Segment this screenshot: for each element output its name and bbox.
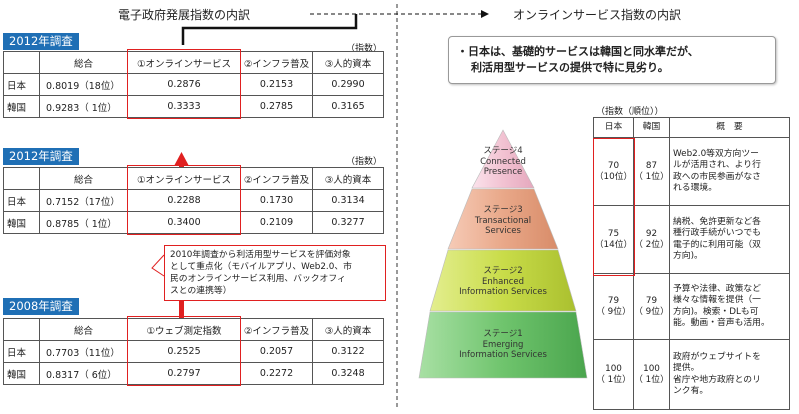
index-table-3: 総合 ①ウェブ測定指数 ②インフラ普及 ③人的資本 日本 0.7703（11位）…: [3, 318, 384, 385]
human-cell: 0.3165: [312, 95, 384, 118]
unit-label-1: （指数）: [346, 44, 383, 54]
country-cell: 韓国: [3, 211, 40, 234]
bracket-line: [181, 14, 358, 45]
stage1-kr: 100（ 1位）: [633, 339, 670, 410]
stage1-band: [418, 311, 588, 379]
stage3-desc: 納税、免許更新など各種行政手続がいつでも電子的に利用可能（双方向)。: [669, 205, 790, 274]
stage3-label: ステージ3 Transactional Services: [474, 205, 532, 236]
index-table-1: 総合 ①オンラインサービス ②インフラ普及 ③人的資本 日本 0.8019（18…: [3, 51, 384, 118]
stage4-band: [471, 129, 535, 189]
table-row: 日本 0.7703（11位） 0.2525 0.2057 0.3122: [3, 340, 384, 363]
infra-cell: 0.2272: [240, 362, 313, 385]
stage1-desc: 政府がウェブサイトを提供。省庁や地方政府とのリンク有。: [669, 339, 790, 410]
table-row: 100（ 1位） 100（ 1位） 政府がウェブサイトを提供。省庁や地方政府との…: [593, 339, 790, 410]
table-row: 日本 0.8019（18位） 0.2876 0.2153 0.2990: [3, 73, 384, 96]
header-total: 総合: [39, 167, 128, 190]
header-online: ①オンラインサービス: [127, 51, 241, 74]
online-cell: 0.2797: [127, 362, 241, 385]
infra-cell: 0.2057: [240, 340, 313, 363]
infra-cell: 0.2109: [240, 211, 313, 234]
left-title: 電子政府発展指数の内訳: [118, 8, 251, 22]
human-cell: 0.2990: [312, 73, 384, 96]
table-row: 韓国 0.8317（ 6位） 0.2797 0.2272 0.3248: [3, 362, 384, 385]
stage3-jp: 75（14位）: [593, 205, 634, 274]
online-cell: 0.2525: [127, 340, 241, 363]
stage3-band: [447, 188, 559, 250]
online-cell: 0.3333: [127, 95, 241, 118]
country-cell: 韓国: [3, 362, 40, 385]
note-callout: 2010年調査から利活用型サービスを評価対象 として重点化（モバイルアプリ、We…: [164, 245, 386, 301]
human-cell: 0.3277: [312, 211, 384, 234]
stage3-kr: 92（ 2位）: [633, 205, 670, 274]
stage-table-caption: （指数（順位））: [596, 107, 664, 117]
year-badge-3: 2008年調査: [3, 298, 79, 315]
header-infra: ②インフラ普及: [240, 318, 313, 341]
header-human: ③人的資本: [312, 318, 384, 341]
year-badge-2: 2012年調査: [3, 148, 79, 165]
header-infra: ②インフラ普及: [240, 167, 313, 190]
stage2-desc: 予算や法律、政策など様々な情報を提供（一方向)。検索・DLも可能。動画・音声も活…: [669, 273, 790, 340]
country-cell: 韓国: [3, 95, 40, 118]
header-human: ③人的資本: [312, 51, 384, 74]
summary-box: ・日本は、基礎的サービスは韓国と同水準だが、 利活用型サービスの提供で特に見劣り…: [448, 36, 776, 84]
infra-cell: 0.1730: [240, 189, 313, 212]
header-total: 総合: [39, 318, 128, 341]
stage2-kr: 79（ 9位）: [633, 273, 670, 340]
stage4-label: ステージ4 Connected Presence: [480, 146, 526, 177]
unit-label-2: （指数）: [346, 157, 383, 167]
stage2-label: ステージ2 Enhanced Information Services: [459, 266, 547, 297]
stage1-label: ステージ1 Emerging Information Services: [459, 329, 547, 360]
total-cell: 0.7152（17位）: [39, 189, 128, 212]
online-cell: 0.3400: [127, 211, 241, 234]
stage4-kr: 87（ 1位）: [633, 137, 670, 206]
total-cell: 0.8019（18位）: [39, 73, 128, 96]
online-cell: 0.2288: [127, 189, 241, 212]
total-cell: 0.9283（ 1位）: [39, 95, 128, 118]
header-online: ①ウェブ測定指数: [127, 318, 241, 341]
table-row: 韓国 0.9283（ 1位） 0.3333 0.2785 0.3165: [3, 95, 384, 118]
country-cell: 日本: [3, 340, 40, 363]
stage2-jp: 79（ 9位）: [593, 273, 634, 340]
table-row: 韓国 0.8785（ 1位） 0.3400 0.2109 0.3277: [3, 211, 384, 234]
stage4-jp: 70（10位）: [593, 137, 634, 206]
stage-header-jp: 日本: [593, 117, 634, 138]
header-online: ①オンラインサービス: [127, 167, 241, 190]
stage2-band: [429, 249, 577, 312]
infra-cell: 0.2153: [240, 73, 313, 96]
stage-header-kr: 韓国: [633, 117, 670, 138]
online-cell: 0.2876: [127, 73, 241, 96]
stage1-jp: 100（ 1位）: [593, 339, 634, 410]
total-cell: 0.7703（11位）: [39, 340, 128, 363]
year-badge-1: 2012年調査: [3, 33, 79, 50]
index-table-2: 総合 ①オンラインサービス ②インフラ普及 ③人的資本 日本 0.7152（17…: [3, 167, 384, 234]
total-cell: 0.8785（ 1位）: [39, 211, 128, 234]
stage-header-desc: 概 要: [669, 117, 790, 138]
human-cell: 0.3134: [312, 189, 384, 212]
header-human: ③人的資本: [312, 167, 384, 190]
table-row: 70（10位） 87（ 1位） Web2.0等双方向ツールが活用され、より行政へ…: [593, 137, 790, 206]
table-row: 75（14位） 92（ 2位） 納税、免許更新など各種行政手続がいつでも電子的に…: [593, 205, 790, 274]
table-row: 79（ 9位） 79（ 9位） 予算や法律、政策など様々な情報を提供（一方向)。…: [593, 273, 790, 340]
infra-cell: 0.2785: [240, 95, 313, 118]
stage4-desc: Web2.0等双方向ツールが活用され、より行政への市民参画がなされる環境。: [669, 137, 790, 206]
country-cell: 日本: [3, 189, 40, 212]
header-infra: ②インフラ普及: [240, 51, 313, 74]
right-title: オンラインサービス指数の内訳: [513, 8, 682, 22]
stage-table: 日本 韓国 概 要 70（10位） 87（ 1位） Web2.0等双方向ツールが…: [593, 117, 790, 410]
total-cell: 0.8317（ 6位）: [39, 362, 128, 385]
table-row: 日本 0.7152（17位） 0.2288 0.1730 0.3134: [3, 189, 384, 212]
human-cell: 0.3248: [312, 362, 384, 385]
header-total: 総合: [39, 51, 128, 74]
red-arrow-head-1: [174, 152, 189, 166]
stage-pyramid: [418, 129, 588, 379]
country-cell: 日本: [3, 73, 40, 96]
human-cell: 0.3122: [312, 340, 384, 363]
